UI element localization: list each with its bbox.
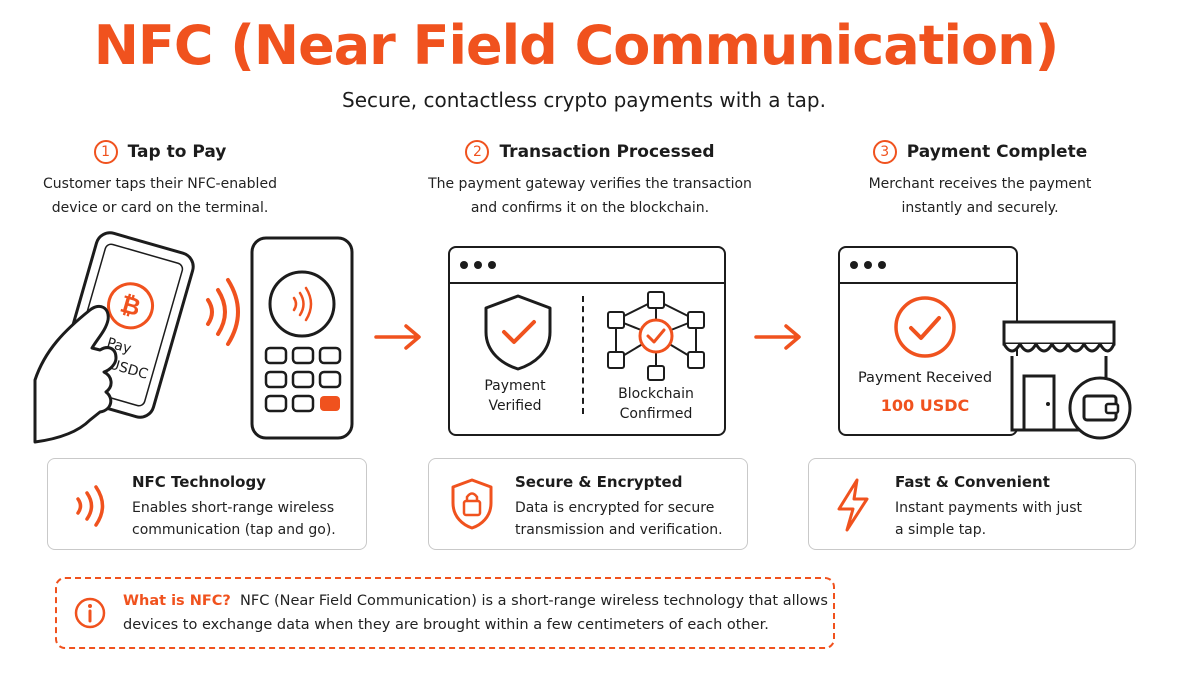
nfc-waves-icon — [206, 278, 240, 346]
shield-check-icon — [484, 294, 552, 371]
window-dot-icon — [850, 261, 858, 269]
payment-terminal-icon — [250, 236, 354, 440]
step-number-badge: 1 — [93, 140, 118, 164]
step-title: Payment Complete — [906, 142, 1088, 162]
step-number-badge: 2 — [465, 140, 490, 164]
window-dot-icon — [488, 261, 496, 269]
info-label: What is NFC? — [123, 593, 231, 609]
step-3-header: 3 Payment Complete Merchant receives the… — [820, 140, 1140, 220]
step-1-header: 1 Tap to Pay Customer taps their NFC-ena… — [40, 140, 280, 220]
step-title: Transaction Processed — [499, 142, 715, 162]
page-subtitle: Secure, contactless crypto payments with… — [342, 88, 826, 112]
payment-received-label: Payment Received — [857, 370, 993, 386]
feature-description: Data is encrypted for secure transmissio… — [515, 500, 723, 538]
nfc-waves-icon — [76, 485, 105, 527]
feature-title: Secure & Encrypted — [515, 473, 683, 491]
step-1-illustration: ₿ Pay 100 USDC — [33, 231, 354, 444]
window-dot-icon — [878, 261, 886, 269]
feature-card-secure: Secure & Encrypted Data is encrypted for… — [428, 458, 748, 550]
feature-card-nfc: NFC Technology Enables short-range wirel… — [47, 458, 367, 550]
window-titlebar — [450, 248, 724, 284]
step-description: Customer taps their NFC-enabled device o… — [43, 176, 277, 216]
blockchain-network-icon — [607, 291, 705, 381]
store-icon — [1002, 320, 1132, 440]
window-dot-icon — [474, 261, 482, 269]
feature-description: Enables short-range wireless communicati… — [132, 500, 336, 538]
step-description: Merchant receives the payment instantly … — [868, 176, 1092, 216]
check-circle-icon — [894, 296, 956, 358]
step-description: The payment gateway verifies the transac… — [428, 176, 752, 216]
lock-shield-icon — [451, 478, 493, 530]
divider — [582, 296, 584, 414]
arrow-right-icon — [754, 324, 801, 350]
feature-title: Fast & Convenient — [895, 473, 1050, 491]
payment-verified-label: Payment Verified — [484, 378, 546, 414]
hand-holding-phone-icon: ₿ Pay 100 USDC — [33, 231, 195, 444]
window-dot-icon — [864, 261, 872, 269]
payment-window: Payment Received 100 USDC — [838, 246, 1018, 436]
arrow-right-icon — [374, 324, 421, 350]
window-titlebar — [840, 248, 1016, 284]
bitcoin-icon — [107, 282, 155, 330]
transaction-window: Payment Verified Blockchain Con — [448, 246, 726, 436]
page-title: NFC (Near Field Communication) — [93, 14, 1060, 77]
feature-title: NFC Technology — [132, 473, 266, 491]
info-icon — [74, 597, 106, 629]
payment-amount: 100 USDC — [880, 396, 970, 415]
lightning-icon — [837, 478, 869, 532]
step-2-header: 2 Transaction Processed The payment gate… — [420, 140, 760, 220]
wallet-icon — [1068, 376, 1132, 440]
step-number-badge: 3 — [872, 140, 897, 164]
feature-description: Instant payments with just a simple tap. — [895, 500, 1082, 538]
step-title: Tap to Pay — [127, 142, 227, 162]
feature-card-fast: Fast & Convenient Instant payments with … — [808, 458, 1136, 550]
info-text: What is NFC? NFC (Near Field Communicati… — [123, 593, 828, 633]
info-box: What is NFC? NFC (Near Field Communicati… — [55, 577, 835, 649]
window-dot-icon — [460, 261, 468, 269]
blockchain-confirmed-label: Blockchain Confirmed — [618, 386, 694, 422]
